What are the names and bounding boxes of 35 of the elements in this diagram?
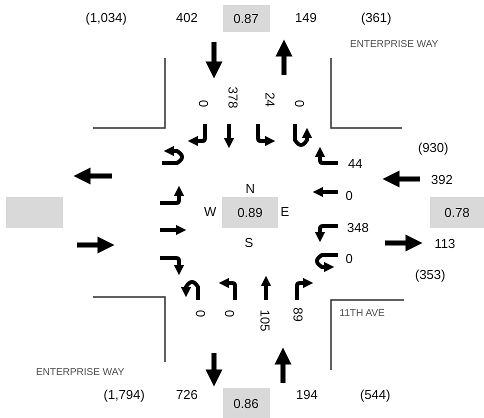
value-label: N [246, 182, 255, 194]
turn-count: 378 [226, 86, 240, 108]
value-label: 726 [176, 388, 198, 400]
turn-count: 89 [292, 306, 305, 322]
street-name: ENTERPRISE WAY [350, 40, 438, 50]
value-label: 149 [295, 10, 317, 24]
turn-count: 105 [258, 309, 272, 331]
turn-count: 0 [194, 309, 207, 317]
value-label: 402 [176, 10, 198, 24]
turn-count: 0 [222, 309, 236, 317]
value-label: W [204, 204, 216, 218]
value-label: 0 [346, 252, 353, 264]
value-label: (361) [361, 10, 392, 24]
street-name: 11TH AVE [340, 309, 385, 319]
street-name: ENTERPRISE WAY [36, 368, 124, 378]
value-label: (353) [415, 268, 446, 280]
turn-count: 24 [264, 92, 277, 106]
shaded-value: 0.87 [222, 4, 270, 32]
value-label: E [280, 204, 290, 218]
value-label: S [244, 236, 254, 248]
value-label: 0 [346, 188, 353, 202]
value-label: (930) [418, 140, 448, 154]
value-label: 44 [348, 156, 362, 170]
value-label: 194 [296, 388, 318, 400]
value-label: 348 [347, 220, 369, 234]
value-label: 392 [431, 172, 453, 186]
shaded-value: 0.86 [222, 388, 270, 418]
turn-count: 0 [196, 99, 210, 107]
shaded-value: 0.78 [430, 196, 484, 228]
value-label: 113 [434, 236, 456, 250]
turn-count: 0 [292, 99, 306, 107]
value-label: (544) [360, 388, 390, 400]
value-label: (1,794) [104, 388, 145, 400]
shaded-value: 0.89 [222, 196, 278, 228]
value-label: (1,034) [86, 10, 127, 24]
